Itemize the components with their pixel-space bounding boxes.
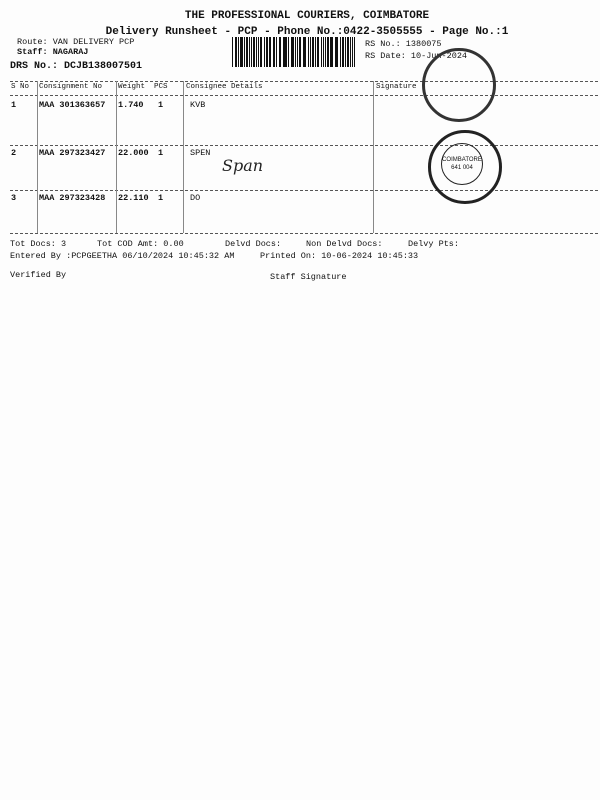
stamp-pin: 641 004 [451,165,473,171]
row-consignment: MAA 301363657 [39,100,106,110]
barcode [232,37,356,67]
row-consignee: DO [190,193,201,203]
column-line [183,81,184,233]
row-consignment: MAA 297323427 [39,148,106,158]
company-title: THE PROFESSIONAL COURIERS, COIMBATORE [184,10,430,22]
delivered-docs: Delvd Docs: [225,239,282,249]
column-line [116,81,117,233]
header-pcs: PCS [154,83,168,91]
stamp-city: COIMBATORE [442,157,482,163]
header-sno: S No [11,83,30,91]
entered-by: Entered By :PCPGEETHA 06/10/2024 10:45:3… [10,251,235,261]
row-pcs: 1 [158,100,164,110]
row-pcs: 1 [158,148,164,158]
divider [10,81,598,82]
printed-on: Printed On: 10-06-2024 10:45:33 [260,251,419,261]
header-consignee: Consignee Details [186,83,263,91]
row-weight: 22.110 [118,193,149,203]
row-weight: 22.000 [118,148,149,158]
divider [10,233,598,234]
row-consignee: KVB [190,100,206,110]
route: Route: VAN DELIVERY PCP [17,37,135,47]
drs-number: DRS No.: DCJB138007501 [10,61,143,72]
row-sno: 2 [11,148,17,158]
row-consignment: MAA 297323428 [39,193,106,203]
divider [10,190,598,191]
handwritten-receiver: Span [222,156,264,175]
header-consignment: Consignment No [39,83,103,91]
staff-signature: Staff Signature [270,272,347,282]
delivery-points: Delvy Pts: [408,239,460,249]
column-line [373,81,374,233]
rs-number: RS No.: 1380075 [365,39,442,49]
verified-by: Verified By [10,270,67,280]
row-consignee: SPEN [190,148,211,158]
header-signature: Signature [376,83,417,91]
company-stamp: COIMBATORE 641 004 [428,130,502,204]
row-sno: 1 [11,100,17,110]
total-cod: Tot COD Amt: 0.00 [97,239,184,249]
divider [10,95,598,96]
rs-date: RS Date: 10-Jun-2024 [365,51,468,61]
bank-stamp [422,48,496,122]
column-line [37,81,38,233]
row-weight: 1.740 [118,100,144,110]
non-delivered-docs: Non Delvd Docs: [306,239,383,249]
divider [10,145,598,146]
staff: Staff: NAGARAJ [17,47,89,57]
runsheet-subtitle: Delivery Runsheet - PCP - Phone No.:0422… [105,26,509,38]
total-docs: Tot Docs: 3 [10,239,67,249]
row-pcs: 1 [158,193,164,203]
row-sno: 3 [11,193,17,203]
header-weight: Weight [118,83,146,91]
